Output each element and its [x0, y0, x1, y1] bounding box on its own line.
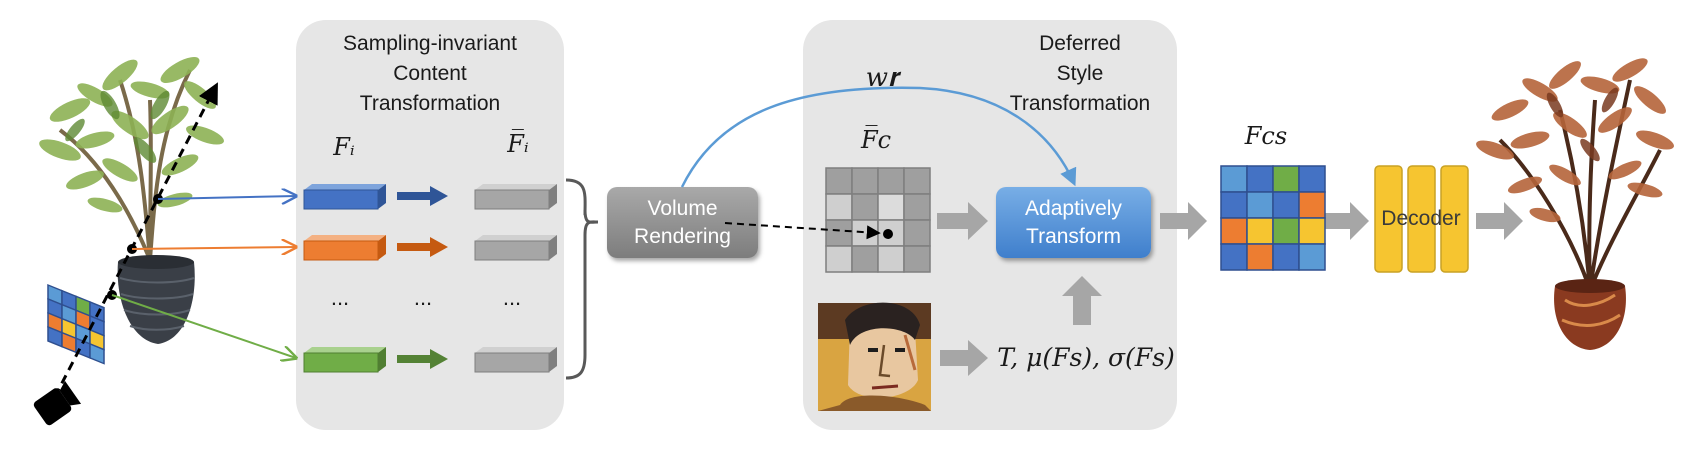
orange-sample-arrow — [131, 247, 296, 249]
fc-bar-label: F̅c — [860, 126, 892, 154]
fc-grid-cell — [877, 193, 905, 221]
fc-grid-cell — [903, 193, 931, 221]
render-to-fc-arrow — [724, 222, 881, 240]
fcs-label: Fcs — [1244, 122, 1288, 150]
feature-fi-bar-1 — [474, 184, 557, 210]
fcs-grid-cell — [1220, 217, 1248, 245]
sampling-title-line-3: Transformation — [359, 92, 501, 115]
sampling-panel-title: Sampling-invariant Content Transformatio… — [296, 29, 564, 119]
fc-grid-cell — [903, 167, 931, 195]
fc-grid-cell — [877, 167, 905, 195]
adaptively-transform-line-1: Adaptively — [1025, 196, 1122, 220]
fc-grid-cell — [825, 167, 853, 195]
volume-rendering-block: Volume Rendering — [607, 187, 758, 258]
style-stats-label: T, μ(Fs), σ(Fs) — [997, 343, 1175, 372]
style-portrait-icon — [818, 302, 931, 411]
plant-input-icon — [39, 57, 224, 344]
fcs-grid-cell — [1272, 191, 1300, 219]
fcs-grid-cell — [1246, 243, 1274, 271]
sampling-title-line-2: Content — [393, 62, 467, 85]
fc-grid-cell — [877, 245, 905, 273]
decoder-label: Decoder — [1381, 207, 1461, 230]
feature-grid-fcs — [1220, 165, 1326, 271]
feature-grid-fc — [825, 167, 931, 273]
ellipsis-1: ... — [330, 285, 350, 310]
green-sample-arrow — [111, 294, 296, 358]
green-transform-arrow — [397, 349, 448, 369]
fcs-grid-cell — [1298, 165, 1326, 193]
blue-transform-arrow — [397, 186, 448, 206]
fcs-grid-cell — [1298, 191, 1326, 219]
deferred-title-line-1: Deferred — [1039, 32, 1121, 55]
fc-grid-cell — [851, 193, 879, 221]
input-image-grid-cell — [89, 342, 105, 365]
fcs-grid-cell — [1220, 191, 1248, 219]
fcs-grid-cell — [1272, 217, 1300, 245]
fcs-grid-cell — [1272, 165, 1300, 193]
camera-icon — [33, 380, 82, 426]
deferred-panel-title: Deferred Style Transformation — [985, 29, 1175, 119]
feature-fi-green — [303, 347, 386, 373]
plant-stylized-icon — [1476, 58, 1674, 350]
feature-fi-blue — [303, 184, 386, 210]
volume-rendering-line-2: Rendering — [634, 224, 731, 248]
aggregation-brace — [565, 178, 599, 380]
blue-sample-arrow — [157, 196, 296, 199]
feature-fi-bar-2 — [474, 235, 557, 261]
fc-grid-cell — [903, 245, 931, 273]
fcs-grid-cell — [1298, 243, 1326, 271]
feature-fi-orange — [303, 235, 386, 261]
fc-grid-cell — [825, 219, 853, 247]
fc-sample-point — [883, 229, 893, 239]
style-to-stats-arrow — [940, 340, 988, 376]
volume-rendering-line-1: Volume — [647, 196, 718, 220]
ellipsis-2: ... — [413, 285, 433, 310]
fcs-grid-cell — [1246, 165, 1274, 193]
orange-transform-arrow — [397, 237, 448, 257]
decoder-block — [1374, 165, 1469, 273]
fcs-grid-cell — [1246, 191, 1274, 219]
adaptively-transform-block: Adaptively Transform — [996, 187, 1151, 258]
fcs-grid-cell — [1246, 217, 1274, 245]
transform-to-fcs-arrow — [1160, 202, 1207, 240]
fc-grid-cell — [825, 245, 853, 273]
input-image-grid — [47, 283, 105, 365]
fi-label: Fᵢ — [333, 133, 355, 161]
fc-grid-cell — [851, 245, 879, 273]
ellipsis-3: ... — [502, 285, 522, 310]
adaptively-transform-line-2: Transform — [1026, 224, 1121, 248]
decoder-to-output-arrow — [1476, 202, 1523, 240]
fc-grid-cell — [851, 167, 879, 195]
stats-to-transform-arrow — [1062, 276, 1102, 325]
fcs-grid-cell — [1272, 243, 1300, 271]
fcs-grid-cell — [1298, 217, 1326, 245]
sampling-title-line-1: Sampling-invariant — [343, 32, 517, 55]
fi-bar-label: F̅ᵢ — [507, 130, 529, 158]
fc-grid-cell — [903, 219, 931, 247]
fc-grid-cell — [825, 193, 853, 221]
fc-to-transform-arrow — [937, 202, 988, 240]
feature-fi-bar-3 — [474, 347, 557, 373]
deferred-title-line-2: Style — [1056, 62, 1104, 85]
weight-arc-arrow — [680, 86, 1077, 188]
fcs-grid-cell — [1220, 165, 1248, 193]
fcs-to-decoder-arrow — [1322, 202, 1369, 240]
fcs-grid-cell — [1220, 243, 1248, 271]
deferred-title-line-3: Transformation — [1009, 92, 1151, 115]
